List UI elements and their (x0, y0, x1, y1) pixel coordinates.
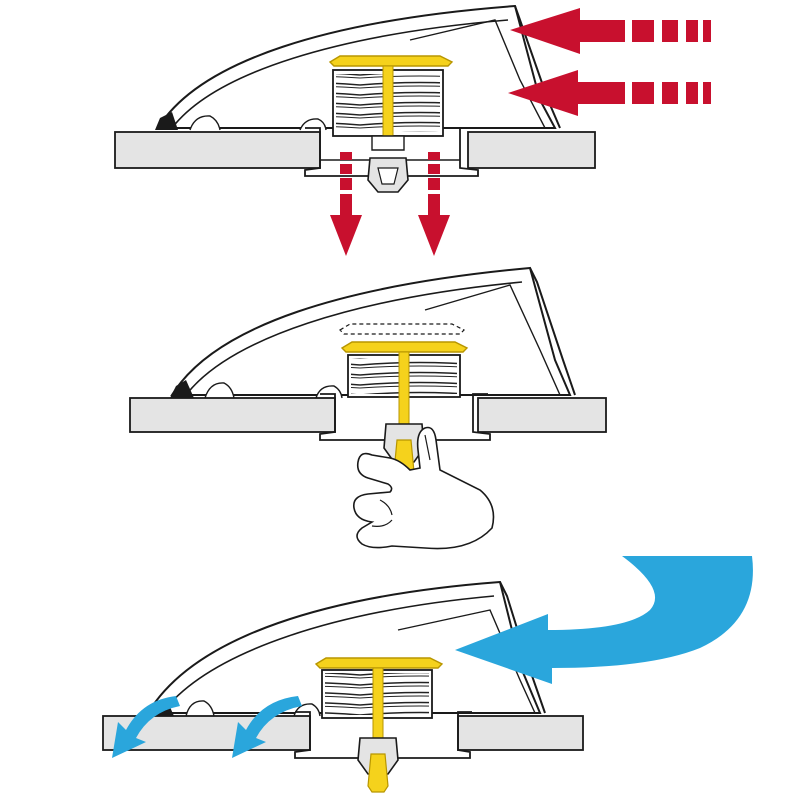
spring-assembly (328, 55, 454, 193)
dashed-cap-outline (339, 323, 466, 335)
spring-assembly (340, 341, 469, 479)
deck-plate (129, 393, 607, 441)
deck-plate (114, 127, 596, 177)
red-wind-arrow (508, 8, 711, 116)
spring-assembly (314, 657, 444, 793)
deck-plate (102, 711, 584, 759)
blue-small-arrow (112, 696, 180, 758)
panel-1 (114, 4, 711, 256)
panel-3 (102, 556, 753, 793)
red-down-arrow (330, 152, 450, 256)
yellow-cap (328, 55, 454, 67)
yellow-cap (314, 657, 444, 669)
yellow-pin (382, 65, 394, 147)
vent-cowl (155, 4, 561, 131)
hand (352, 426, 495, 550)
yellow-cap (340, 341, 469, 353)
vent-cowl (170, 266, 576, 399)
blue-small-arrow (232, 696, 302, 758)
blue-curved-arrow (455, 556, 753, 684)
panel-2 (129, 266, 607, 550)
